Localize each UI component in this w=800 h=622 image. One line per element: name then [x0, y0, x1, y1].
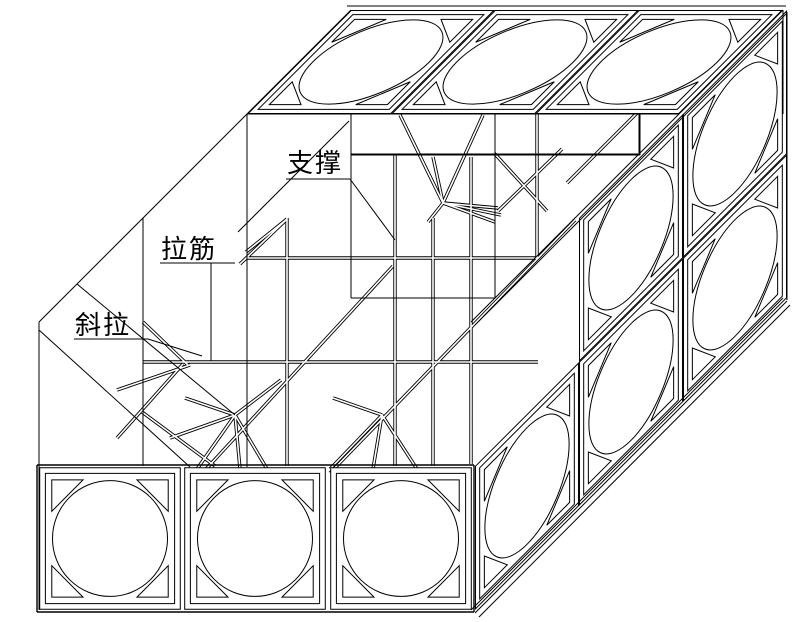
- label-tie-rod-text: 拉筋: [161, 235, 217, 265]
- right-panel: [474, 362, 580, 610]
- label-tie-rod: 拉筋: [160, 235, 235, 361]
- front-panel: [329, 466, 473, 611]
- front-face-panels: [36, 464, 475, 613]
- label-support-text: 支撑: [287, 149, 343, 179]
- right-face-panels: [470, 9, 791, 618]
- label-support: 支撑: [286, 149, 396, 241]
- label-support-leader: [286, 178, 396, 241]
- label-diagonal-tie: 斜拉: [74, 311, 203, 357]
- tank-wireframe-lines: [38, 5, 786, 610]
- label-diagonal-tie-text: 斜拉: [75, 311, 131, 341]
- label-tie-rod-leader: [160, 262, 235, 361]
- front-panel: [183, 466, 327, 611]
- front-panel: [38, 466, 182, 611]
- right-face-edge-bands: [470, 9, 791, 618]
- front-row-outer-frame: [36, 464, 475, 613]
- label-diagonal-tie-leader: [74, 338, 203, 357]
- interior-bracing-rods: [115, 111, 639, 482]
- callout-labels: 支撑 拉筋 斜拉: [74, 149, 396, 361]
